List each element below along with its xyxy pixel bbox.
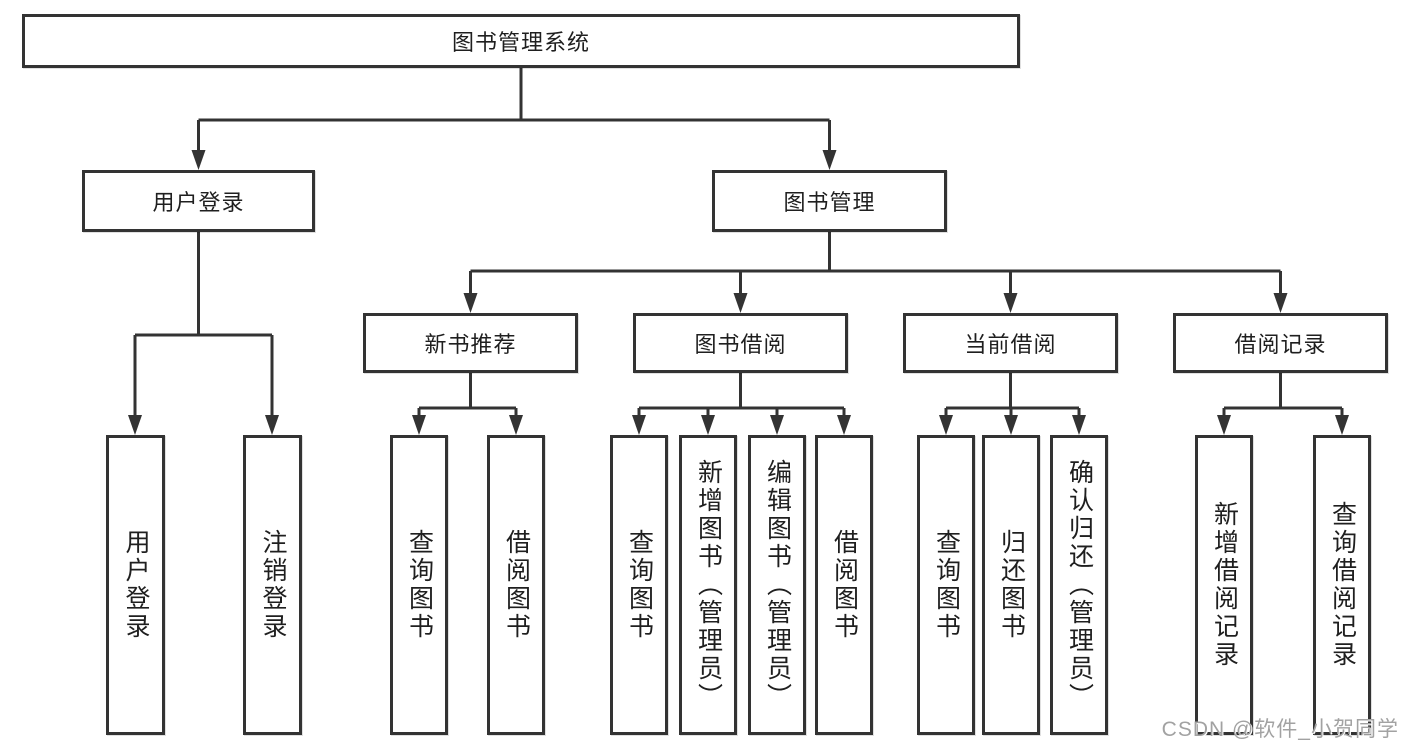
leaf-label: 查询图书 [405,529,434,641]
connector-current-borrow-to-leaves [944,373,1081,419]
arrowhead [632,415,646,435]
arrowhead [837,415,851,435]
leaf-label: 借阅图书 [502,529,531,641]
arrowhead [412,415,426,435]
arrowhead [1004,415,1018,435]
node-new-book-recommend: 新书推荐 [363,313,578,373]
leaf-borrow-books-borrow: 借阅图书 [815,435,873,735]
leaf-label: 借阅图书 [830,529,859,641]
leaf-edit-book-admin: 编辑图书（管理员） [748,435,806,735]
leaf-label: 归还图书 [997,529,1026,641]
arrowhead [1003,293,1018,313]
arrowhead [191,150,206,170]
arrowhead [770,415,784,435]
arrowhead [1335,415,1349,435]
leaf-query-books-borrow: 查询图书 [610,435,668,735]
arrowhead [701,415,715,435]
leaf-label: 查询图书 [625,529,654,641]
leaf-label: 用户登录 [122,529,150,641]
node-user-login: 用户登录 [82,170,315,232]
arrowhead [128,415,142,435]
arrowhead [265,415,279,435]
connector-root-to-level2 [197,68,831,154]
node-book-management: 图书管理 [712,170,947,232]
leaf-confirm-return-admin: 确认归还（管理员） [1050,435,1108,735]
leaf-query-books-recommend: 查询图书 [390,435,448,735]
leaf-label: 新增图书（管理员） [694,459,723,711]
arrowhead [509,415,523,435]
node-root: 图书管理系统 [22,14,1020,68]
connector-user-login-to-leaves [133,232,274,419]
leaf-label: 确认归还（管理员） [1065,459,1094,711]
leaf-add-borrow-record: 新增借阅记录 [1195,435,1253,735]
leaf-label: 查询借阅记录 [1328,501,1357,669]
node-current-borrow: 当前借阅 [903,313,1118,373]
leaf-label: 编辑图书（管理员） [763,459,792,711]
leaf-borrow-books-recommend: 借阅图书 [487,435,545,735]
node-borrow-records: 借阅记录 [1173,313,1388,373]
leaf-query-books-current: 查询图书 [917,435,975,735]
connector-book-borrow-to-leaves [637,373,846,419]
arrowhead [939,415,953,435]
connector-new-book-to-leaves [417,373,518,419]
arrowhead [1217,415,1231,435]
leaf-logout: 注销登录 [243,435,302,735]
watermark: CSDN @软件_小贺同学 [1161,718,1399,741]
connector-book-management-to-level3 [469,232,1282,297]
arrowhead [822,150,837,170]
leaf-add-book-admin: 新增图书（管理员） [679,435,737,735]
arrowhead [463,293,478,313]
leaf-return-book: 归还图书 [982,435,1040,735]
connector-borrow-records-to-leaves [1222,373,1344,419]
arrowhead [1273,293,1288,313]
leaf-label: 查询图书 [932,529,961,641]
arrowhead [733,293,748,313]
node-book-borrow: 图书借阅 [633,313,848,373]
arrowhead [1072,415,1086,435]
leaf-user-login: 用户登录 [106,435,165,735]
leaf-label: 注销登录 [259,529,287,641]
leaf-query-borrow-record: 查询借阅记录 [1313,435,1371,735]
leaf-label: 新增借阅记录 [1210,501,1239,669]
